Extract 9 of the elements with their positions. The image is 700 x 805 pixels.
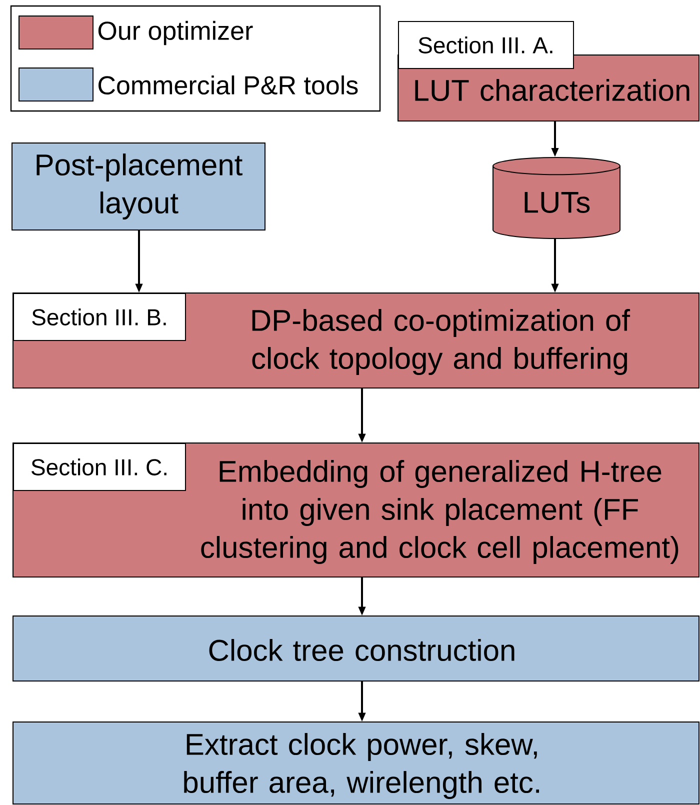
legend-label: Commercial P&R tools	[98, 75, 358, 95]
process-box: Extract clock power, skew, buffer area, wirelength etc.	[12, 722, 700, 804]
process-box: Post-placement layout	[12, 142, 266, 230]
legend-label: Our optimizer	[98, 20, 253, 46]
section-tag: Section III. B.	[13, 293, 186, 341]
process-box: Clock tree construction	[12, 616, 700, 682]
section-tag: Section III. C.	[13, 443, 186, 491]
database-cylinder: LUTs	[492, 156, 620, 239]
section-tag: Section III. A.	[398, 21, 574, 69]
